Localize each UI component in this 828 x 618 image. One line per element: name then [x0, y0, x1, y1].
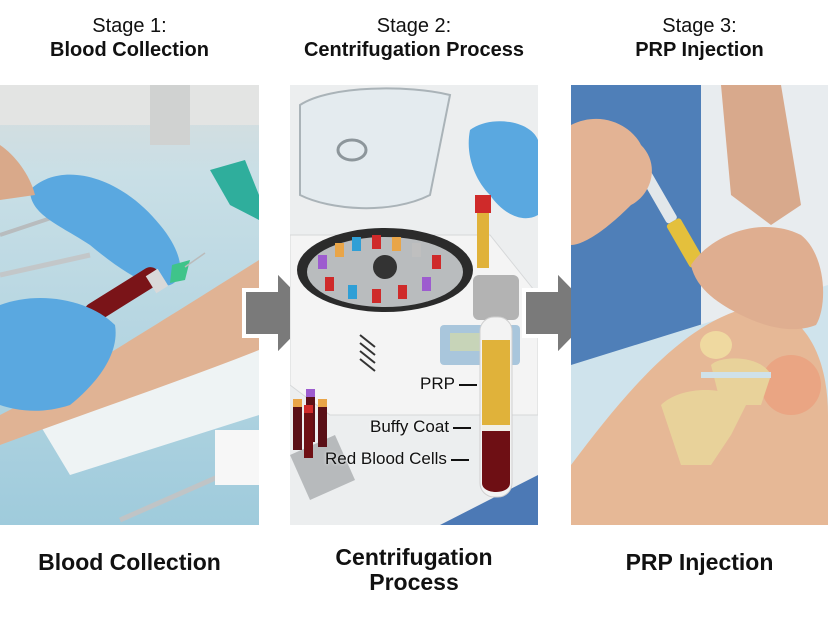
stage-2-caption: Centrifugation Process [335, 544, 493, 595]
stage-3-caption: PRP Injection [625, 549, 774, 575]
stage-2-label: Stage 2: [376, 15, 452, 37]
stage-3-title: PRP Injection [635, 39, 764, 62]
stage-2-title: Centrifugation Process [303, 39, 525, 62]
stage-3-heading: Stage 3: PRP Injection [571, 14, 828, 63]
stage-1-heading: Stage 1: Blood Collection [0, 14, 259, 63]
red-blood-cells-label: Red Blood Cells [325, 449, 469, 469]
blood-collection-image [0, 85, 259, 525]
centrifugation-image: PRP Buffy Coat Red Blood Cells [290, 85, 538, 525]
stage-1-caption: Blood Collection [38, 549, 221, 575]
prp-injection-image [571, 85, 828, 525]
stage-1-title: Blood Collection [50, 39, 209, 62]
prp-label: PRP [420, 374, 477, 394]
stage-2-heading: Stage 2: Centrifugation Process [270, 14, 558, 63]
buffy-coat-label: Buffy Coat [370, 417, 472, 437]
stage-1-label: Stage 1: [92, 15, 167, 37]
stage-3-label: Stage 3: [662, 15, 737, 37]
